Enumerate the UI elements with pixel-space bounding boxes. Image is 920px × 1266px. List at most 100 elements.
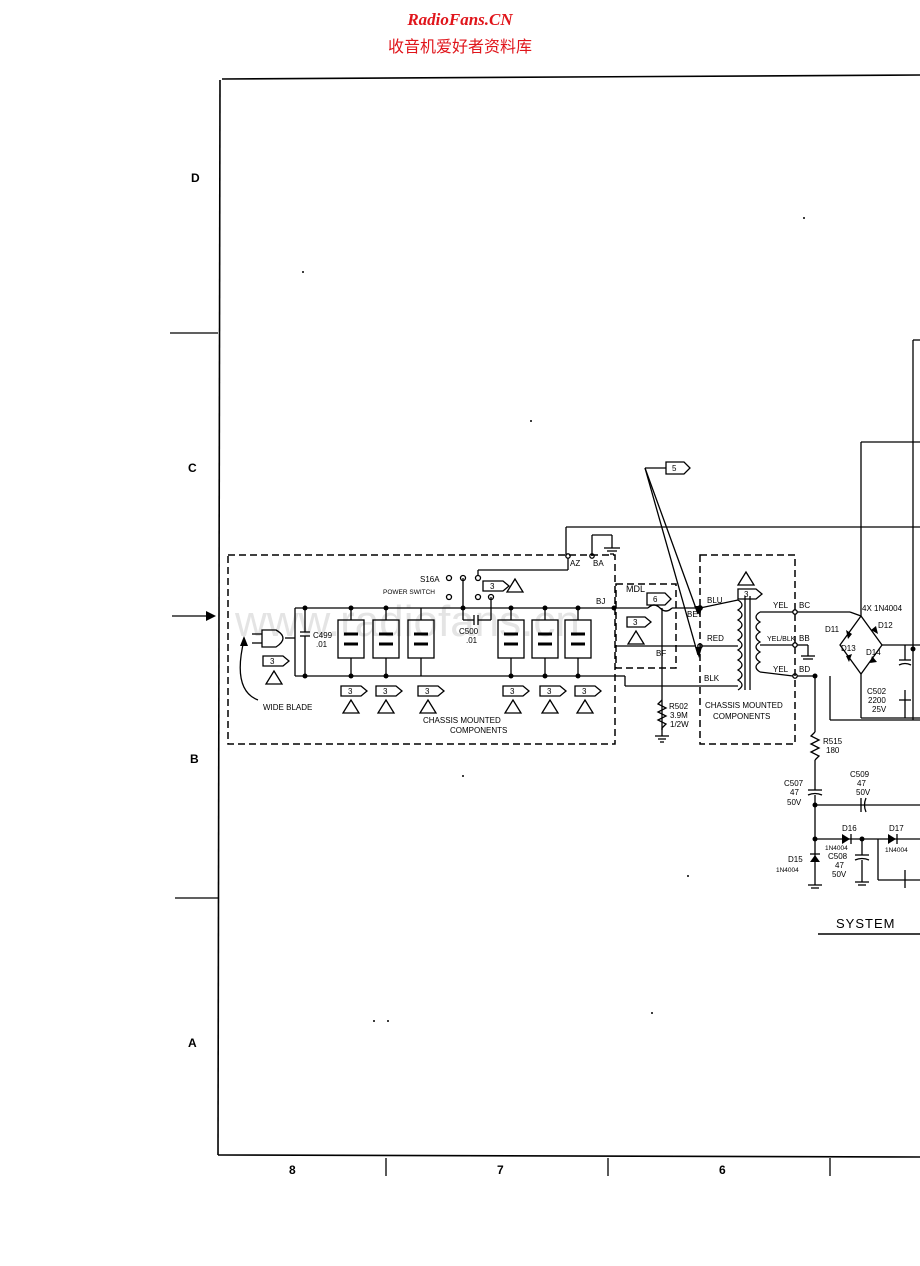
capacitor-c509 (860, 797, 867, 813)
c508-voltage: 50V (832, 870, 847, 879)
c499-label: C499 (313, 631, 333, 640)
component-block-1 (337, 608, 365, 676)
tag-flag-switch: 3 (482, 577, 525, 593)
r502-label: R502 (669, 702, 689, 711)
component-block-5 (531, 608, 559, 676)
tag-flag-row-5: 3 (539, 685, 568, 714)
d17-label: D17 (889, 824, 904, 833)
resistor-r502 (655, 699, 669, 743)
power-switch-ref-label: S16A (420, 575, 440, 584)
capacitor-c507 (807, 789, 920, 839)
resistor-r515 (797, 675, 920, 790)
c507-label: C507 (784, 779, 804, 788)
bridge-rectifier (797, 339, 920, 720)
tag-flag-row-1: 3 (340, 685, 369, 714)
d13-label: D13 (841, 644, 856, 653)
svg-text:3: 3 (270, 657, 275, 666)
chassis-box-left (227, 554, 616, 745)
chassis-right-line2: COMPONENTS (713, 712, 770, 721)
power-switch-label: POWER SWITCH (383, 589, 435, 596)
bd-label: BD (799, 665, 810, 674)
column-label-7: 7 (497, 1163, 504, 1177)
r502-wattage: 1/2W (670, 720, 689, 729)
red-label: RED (707, 634, 724, 643)
c509-label: C509 (850, 770, 870, 779)
tag-flag-6: 6 (646, 592, 672, 606)
tag-flag-row-4: 3 (502, 685, 531, 714)
c500-value: .01 (466, 636, 478, 645)
mdl-box (615, 583, 677, 669)
chassis-left-line1: CHASSIS MOUNTED (423, 716, 501, 725)
ac-plug (239, 608, 296, 701)
watermark: www.radiofans.cn (234, 597, 580, 646)
chassis-right-line1: CHASSIS MOUNTED (705, 701, 783, 710)
site-subtitle: 收音机爱好者资料库 (387, 37, 532, 56)
svg-text:3: 3 (348, 687, 353, 696)
zone-label-d: D (191, 171, 200, 185)
tag-flag-row-6: 3 (574, 685, 603, 714)
d12-label: D12 (878, 621, 893, 630)
svg-text:3: 3 (510, 687, 515, 696)
bb-label: BB (799, 634, 810, 643)
tag-flag-mdl: 3 (626, 616, 653, 645)
wide-blade-label: WIDE BLADE (263, 703, 312, 712)
bc-label: BC (799, 601, 810, 610)
zone-label-c: C (188, 461, 197, 475)
svg-text:6: 6 (653, 595, 658, 604)
yel-blk-label: YEL/BLK (767, 636, 796, 643)
blk-label: BLK (704, 674, 720, 683)
d14-label: D14 (866, 648, 881, 657)
tag-flag-plug: 3 (262, 655, 291, 685)
svg-text:3: 3 (633, 618, 638, 627)
r515-label: R515 (823, 737, 843, 746)
scan-specks (302, 217, 805, 1022)
svg-text:3: 3 (547, 687, 552, 696)
system-title: SYSTEM (836, 916, 895, 931)
r515-value: 180 (826, 746, 840, 755)
c508-label: C508 (828, 852, 848, 861)
az-label: AZ (570, 559, 580, 568)
c507-value: 47 (790, 788, 799, 797)
svg-text:3: 3 (490, 582, 495, 591)
be-label: BE (687, 610, 698, 619)
power-transformer (699, 596, 815, 691)
c500-label: C500 (459, 627, 479, 636)
zone-label-b: B (190, 752, 199, 766)
bf-label: BF (656, 649, 666, 658)
site-title: RadioFans.CN (407, 10, 513, 29)
c502-label: C502 (867, 687, 887, 696)
c499-value: .01 (316, 640, 328, 649)
bj-label: BJ (596, 597, 605, 606)
mdl-label: MDL (626, 584, 645, 594)
capacitor-c502 (898, 645, 912, 718)
blu-label: BLU (707, 596, 723, 605)
chassis-left-line2: COMPONENTS (450, 726, 507, 735)
diode-chain (808, 834, 920, 889)
c502-value: 2200 (868, 696, 886, 705)
capacitor-c499 (300, 608, 310, 676)
d17-value: 1N4004 (885, 847, 908, 854)
column-label-6: 6 (719, 1163, 726, 1177)
bridge-label: 4X 1N4004 (862, 604, 903, 613)
component-block-2 (372, 608, 400, 676)
svg-text:5: 5 (672, 464, 677, 473)
column-label-8: 8 (289, 1163, 296, 1177)
svg-text:3: 3 (744, 590, 749, 599)
c502-voltage: 25V (872, 705, 887, 714)
svg-text:3: 3 (582, 687, 587, 696)
d15-value: 1N4004 (776, 867, 799, 874)
yel-label-2: YEL (773, 665, 789, 674)
ba-label: BA (593, 559, 604, 568)
c509-value: 47 (857, 779, 866, 788)
r502-value: 3.9M (670, 711, 688, 720)
d11-label: D11 (825, 625, 840, 634)
drawing-frame (170, 74, 920, 1176)
tag-flag-5: 5 (665, 461, 691, 475)
d16-label: D16 (842, 824, 857, 833)
d15-label: D15 (788, 855, 803, 864)
tag-flag-row-3: 3 (417, 685, 446, 714)
c508-value: 47 (835, 861, 844, 870)
tag-5-arrows (644, 467, 702, 658)
yel-label-1: YEL (773, 601, 789, 610)
